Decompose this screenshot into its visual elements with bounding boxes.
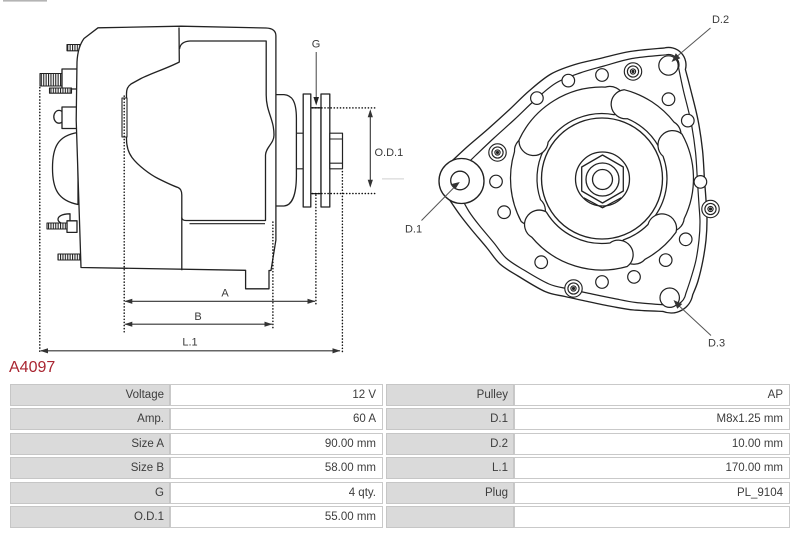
svg-text:A: A — [221, 288, 229, 300]
svg-text:B: B — [194, 311, 201, 323]
svg-text:D.2: D.2 — [712, 14, 729, 26]
svg-text:O.D.1: O.D.1 — [375, 147, 404, 159]
svg-text:D.1: D.1 — [405, 224, 422, 236]
svg-text:D.3: D.3 — [708, 338, 725, 350]
svg-text:L.1: L.1 — [182, 337, 197, 349]
svg-text:G: G — [312, 39, 321, 51]
